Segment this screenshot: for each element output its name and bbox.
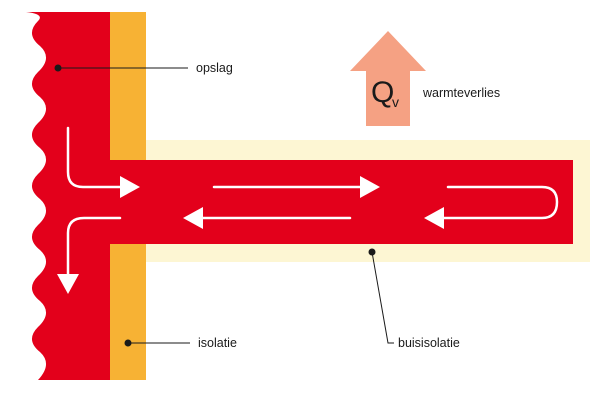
flow-arrows — [66, 126, 559, 280]
flow-arrowheads — [57, 176, 444, 294]
pipe-through-wall — [105, 160, 150, 244]
arrowhead-right-2 — [360, 176, 380, 198]
label-opslag: opslag — [196, 61, 233, 75]
arrowhead-left-1 — [424, 207, 444, 229]
leader-line-buisisolatie — [371, 251, 394, 344]
flow-arrow-return-curve — [438, 185, 559, 220]
arrowhead-left-2 — [183, 207, 203, 229]
leader-dot-opslag — [54, 64, 62, 72]
heat-loss-subscript: v — [392, 94, 399, 110]
label-isolatie: isolatie — [198, 336, 237, 350]
arrowhead-right-1 — [120, 176, 140, 198]
label-warmteverlies: warmteverlies — [422, 86, 500, 100]
leader-dot-isolatie — [124, 339, 132, 347]
storage-tank — [26, 12, 110, 380]
pipe — [145, 160, 573, 244]
heat-loss-arrow-icon — [350, 31, 426, 126]
arrowhead-down — [57, 274, 79, 294]
flow-arrow-in-curve — [66, 126, 126, 189]
leader-dot-buisisolatie — [368, 248, 376, 256]
heat-loss-symbol: Q — [371, 76, 394, 109]
flow-arrow-out-curve — [66, 216, 122, 280]
label-buisisolatie: buisisolatie — [398, 336, 460, 350]
